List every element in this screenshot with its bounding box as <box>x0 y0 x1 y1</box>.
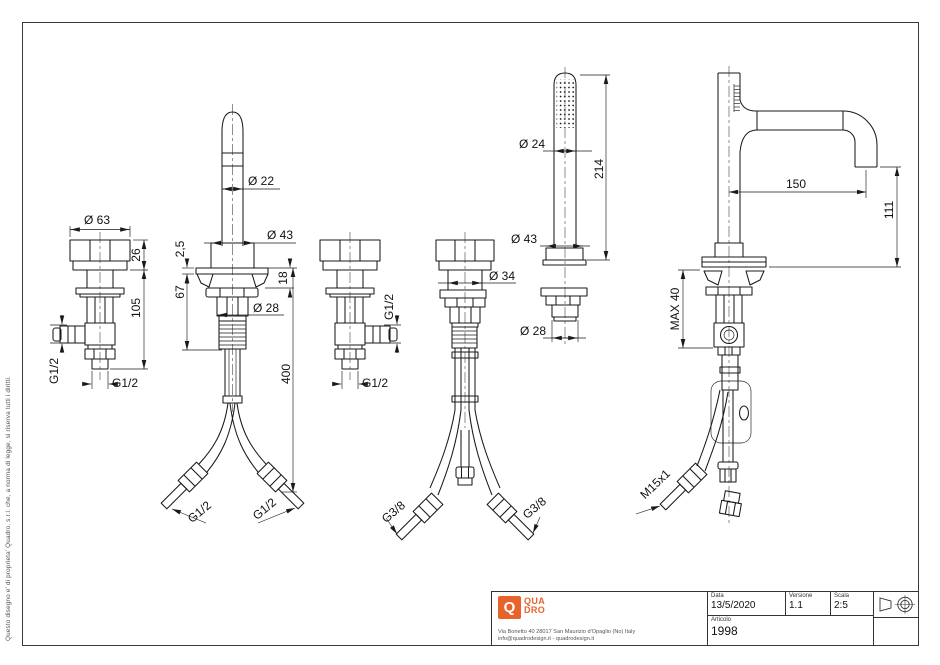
article-cell: Articolo 1998 <box>708 616 874 646</box>
projection-cell <box>874 592 919 618</box>
valve-front-view: Ø 63 26 105 G1/2 G1/2 <box>47 213 148 390</box>
logo-q-letter: Q <box>503 599 516 616</box>
scale-label: Scala <box>834 593 850 599</box>
valve-rear-view: G1/2 G1/2 <box>319 232 401 390</box>
dim-label-d28-column: Ø 28 <box>253 301 279 315</box>
quadro-logo-wordmark: QUA DRO <box>524 597 545 615</box>
date-cell: Data 13/5/2020 <box>708 592 786 616</box>
date-label: Data <box>711 593 724 599</box>
dim-label-d63: Ø 63 <box>84 213 110 227</box>
title-block-logo-cell: Q QUA DRO Via Bonetto 40 28017 San Mauri… <box>492 592 708 646</box>
article-value: 1998 <box>711 624 738 638</box>
dim-label-d34: Ø 34 <box>489 269 515 283</box>
dim-label-d24: Ø 24 <box>519 137 545 151</box>
logo-line-1: QUA <box>524 596 546 606</box>
scale-value: 2:5 <box>834 600 848 611</box>
dim-label-67: 67 <box>173 285 187 299</box>
dim-label-18: 18 <box>276 271 290 285</box>
date-value: 13/5/2020 <box>711 600 756 611</box>
dim-label-g12-hose-left: G1/2 <box>185 498 214 526</box>
dim-label-g12-side-right: G1/2 <box>382 294 396 320</box>
title-block: Q QUA DRO Via Bonetto 40 28017 San Mauri… <box>491 591 919 646</box>
dim-label-g38-right: G3/8 <box>520 494 549 522</box>
spray-face-dots <box>556 79 575 128</box>
version-label: Versione <box>789 593 813 599</box>
first-angle-projection-icon <box>879 595 915 614</box>
article-label: Articolo <box>711 617 732 623</box>
dim-label-g12-bottom-left: G1/2 <box>112 376 138 390</box>
company-address: Via Bonetto 40 28017 San Maurizio d'Opag… <box>498 629 635 643</box>
dim-label-max40: MAX 40 <box>668 287 682 330</box>
address-line-1: Via Bonetto 40 28017 San Maurizio d'Opag… <box>498 629 636 635</box>
dim-label-g12-side-left: G1/2 <box>47 358 61 384</box>
dim-label-105: 105 <box>129 298 143 318</box>
logo-line-2: DRO <box>524 605 546 615</box>
scale-cell: Scala 2:5 <box>831 592 874 616</box>
dim-label-400: 400 <box>279 364 293 384</box>
dim-label-g38-left: G3/8 <box>379 498 408 526</box>
dim-label-d43-column: Ø 43 <box>267 228 293 242</box>
dim-label-26: 26 <box>129 248 143 262</box>
version-value: 1.1 <box>789 600 803 611</box>
diverter-view: Ø 34 G3/8 G3/8 <box>379 232 549 541</box>
dim-label-g12-hose-right: G1/2 <box>250 495 279 523</box>
dim-label-150: 150 <box>786 177 806 191</box>
version-cell: Versione 1.1 <box>786 592 831 616</box>
spout-column-view: Ø 22 Ø 43 2,5 67 18 Ø 28 400 G1/2 <box>160 104 305 526</box>
dim-label-d22: Ø 22 <box>248 174 274 188</box>
handshower-view: Ø 24 214 Ø 43 Ø 28 <box>511 67 610 345</box>
dim-label-214: 214 <box>592 159 606 179</box>
spout-side-view: 150 111 MAX 40 M15x1 <box>635 66 901 525</box>
quadro-logo-icon: Q <box>498 596 521 619</box>
dim-label-g12-bottom-right: G1/2 <box>362 376 388 390</box>
dim-label-d43-handshower: Ø 43 <box>511 232 537 246</box>
dim-label-2-5: 2,5 <box>173 240 187 257</box>
dim-label-d28-handshower: Ø 28 <box>520 324 546 338</box>
address-line-2: info@quadrodesign.it - quadrodesign.it <box>498 636 595 642</box>
sheet-border <box>22 22 919 646</box>
dim-label-111: 111 <box>882 201 896 220</box>
